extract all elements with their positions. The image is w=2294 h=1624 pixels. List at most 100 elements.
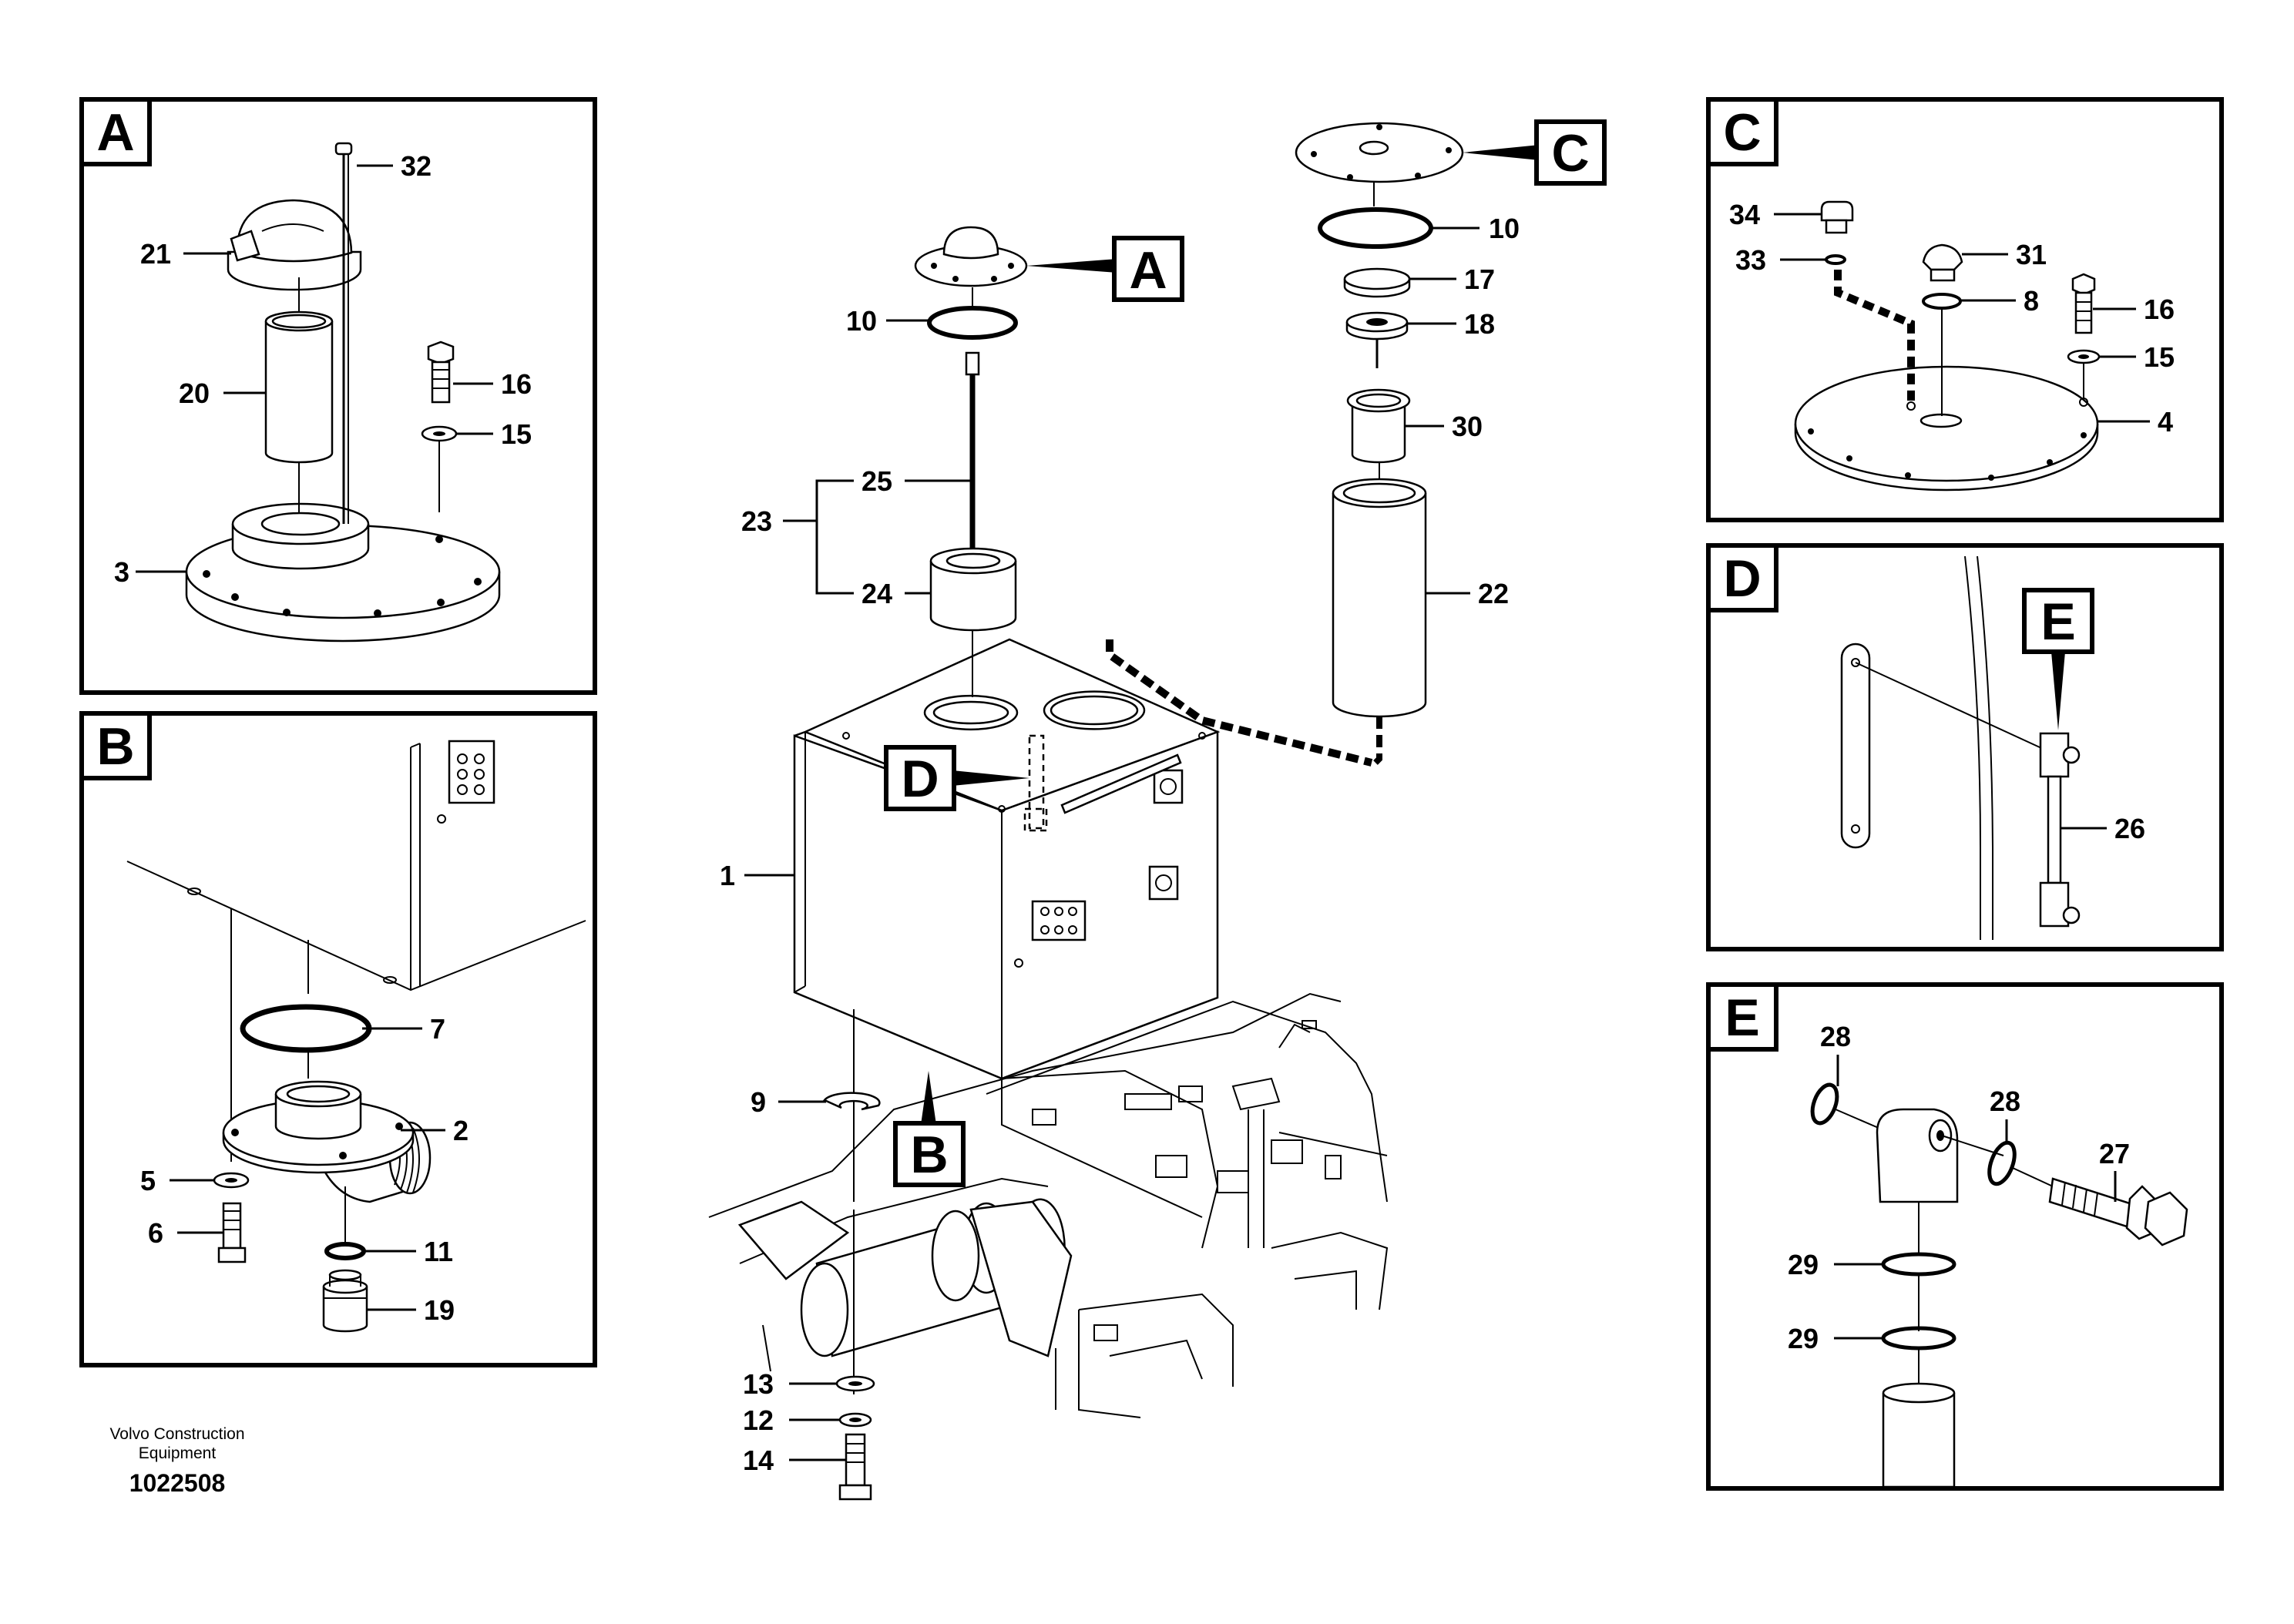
label-8: 8 bbox=[2024, 285, 2039, 317]
label-2: 2 bbox=[453, 1115, 469, 1146]
panel-a-frame bbox=[79, 97, 597, 695]
panel-e-frame bbox=[1706, 982, 2224, 1491]
label-28-right: 28 bbox=[1990, 1085, 2020, 1117]
label-14: 14 bbox=[743, 1444, 774, 1476]
label-11: 11 bbox=[424, 1236, 453, 1267]
part-3-collar bbox=[231, 502, 370, 570]
part-2-flange bbox=[222, 1080, 432, 1203]
callout-e: E bbox=[2022, 588, 2094, 730]
level-sensor-hidden bbox=[1023, 734, 1048, 832]
label-28-left: 28 bbox=[1820, 1021, 1851, 1052]
label-10-right: 10 bbox=[1489, 213, 1520, 244]
callout-a: A bbox=[1026, 236, 1184, 302]
panel-a-letter: A bbox=[96, 103, 134, 162]
bracket-23 bbox=[815, 479, 854, 595]
label-29-bottom: 29 bbox=[1788, 1323, 1819, 1354]
part-19-fitting bbox=[322, 1269, 368, 1333]
panel-b-letter: B bbox=[96, 717, 134, 776]
footer-company-line2: Equipment bbox=[139, 1444, 217, 1462]
panel-c-letter-box bbox=[1706, 97, 1778, 166]
label-7: 7 bbox=[430, 1013, 445, 1045]
label-22: 22 bbox=[1478, 578, 1509, 609]
part-12-lock-washer bbox=[838, 1412, 872, 1428]
panel-d-letter-box bbox=[1706, 543, 1778, 612]
part-15-washer bbox=[421, 425, 458, 442]
label-5: 5 bbox=[140, 1165, 156, 1196]
tank-edge-line bbox=[1964, 555, 1981, 940]
part-20-tube bbox=[264, 310, 334, 464]
label-19: 19 bbox=[424, 1294, 455, 1326]
tank-corner bbox=[126, 740, 586, 992]
label-26: 26 bbox=[2114, 813, 2145, 844]
chassis-frame bbox=[708, 992, 1389, 1418]
label-17: 17 bbox=[1464, 263, 1495, 295]
panel-d-letter: D bbox=[1723, 549, 1761, 608]
part-9-clip bbox=[823, 1092, 881, 1111]
label-30: 30 bbox=[1452, 411, 1483, 442]
connector-line bbox=[2012, 1167, 2054, 1187]
label-32: 32 bbox=[401, 150, 432, 182]
sight-glass-slot bbox=[1840, 643, 1871, 849]
part-22-filter-element bbox=[1332, 478, 1427, 718]
label-15-c: 15 bbox=[2144, 341, 2175, 373]
part-26-level-gauge bbox=[2039, 732, 2081, 928]
panel-b-letter-box bbox=[79, 711, 152, 780]
label-33: 33 bbox=[1735, 244, 1766, 276]
footer-drawing-number: 1022508 bbox=[129, 1469, 226, 1497]
label-27: 27 bbox=[2099, 1138, 2130, 1169]
part-1-tank bbox=[793, 638, 1221, 1080]
part-14-bolt bbox=[838, 1433, 872, 1501]
part-33-seal bbox=[1825, 254, 1846, 265]
label-3: 3 bbox=[114, 556, 129, 588]
label-6: 6 bbox=[148, 1217, 163, 1249]
callout-b: B bbox=[893, 1071, 966, 1187]
panel-e-letter-box bbox=[1706, 982, 1778, 1052]
callout-c-letter: C bbox=[1551, 124, 1589, 183]
label-25: 25 bbox=[862, 465, 892, 497]
callout-d: D bbox=[884, 745, 1029, 811]
connector-line bbox=[1855, 662, 2050, 753]
tank-edge-line bbox=[1977, 555, 1993, 940]
label-20: 20 bbox=[179, 377, 210, 409]
label-10-left: 10 bbox=[846, 305, 877, 337]
part-25-rod bbox=[965, 351, 980, 552]
part-5-washer bbox=[213, 1172, 250, 1189]
part-18-valve bbox=[1345, 311, 1409, 368]
panel-c: C bbox=[1706, 97, 2224, 522]
connector-line bbox=[1835, 1109, 1881, 1129]
panel-b: B bbox=[79, 711, 597, 1367]
part-28-o-ring-left bbox=[1810, 1082, 1839, 1126]
callout-e-letter: E bbox=[2040, 592, 2075, 651]
label-15: 15 bbox=[501, 418, 532, 450]
panel-a-letter-box bbox=[79, 97, 152, 166]
part-21-cap bbox=[227, 199, 362, 291]
panel-d: D E 26 bbox=[1706, 543, 2224, 951]
label-9: 9 bbox=[751, 1086, 766, 1118]
hidden-path-c bbox=[1834, 270, 1915, 401]
label-13: 13 bbox=[743, 1368, 774, 1400]
part-24-filter bbox=[929, 547, 1017, 632]
label-1: 1 bbox=[720, 860, 735, 891]
footer: Volvo Construction Equipment 1022508 bbox=[109, 1425, 244, 1497]
main-assembly: A C D B 10 25 23 24 1 9 13 bbox=[708, 119, 1607, 1501]
part-15-washer-c bbox=[2067, 349, 2101, 364]
hidden-path-right bbox=[1373, 716, 1382, 765]
panel-e: E 28 28 bbox=[1706, 982, 2224, 1491]
label-31: 31 bbox=[2016, 239, 2047, 270]
pipe-stub bbox=[1882, 1382, 1956, 1488]
callout-b-letter: B bbox=[910, 1126, 948, 1184]
label-29-top: 29 bbox=[1788, 1249, 1819, 1280]
part-28-o-ring-right bbox=[1987, 1140, 2017, 1186]
part-31-plug bbox=[1922, 243, 1963, 282]
label-12: 12 bbox=[743, 1404, 774, 1436]
main-cover-a bbox=[914, 226, 1028, 287]
part-4-plate bbox=[1794, 365, 2099, 492]
part-27-banjo-bolt bbox=[2048, 1177, 2188, 1247]
part-6-bolt bbox=[217, 1202, 247, 1263]
label-21: 21 bbox=[140, 238, 171, 270]
main-o-ring-10-left bbox=[927, 306, 1018, 340]
label-4: 4 bbox=[2158, 406, 2173, 438]
panel-c-letter: C bbox=[1723, 103, 1761, 162]
